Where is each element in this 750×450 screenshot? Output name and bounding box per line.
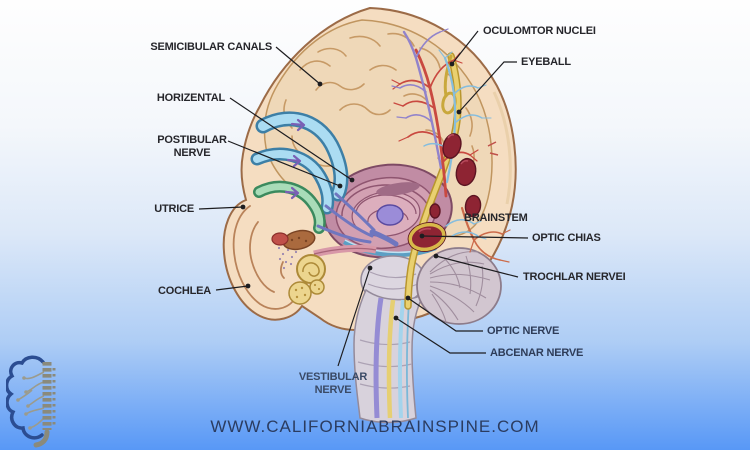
brainstem-spinal-cord xyxy=(353,255,427,424)
label-trochlar-nervei: TROCHLAR NERVEI xyxy=(523,271,626,283)
thalamus-purple xyxy=(376,204,404,226)
leader-lines xyxy=(198,30,529,367)
semicircular-canals xyxy=(250,111,399,247)
brain-outline xyxy=(6,355,45,440)
label-cochlea: COCHLEA xyxy=(158,285,211,297)
cortex-red-marks xyxy=(487,141,499,156)
label-brainstem: BRAINSTEM xyxy=(464,212,528,224)
label-optic-chias: OPTIC CHIAS xyxy=(532,232,601,244)
network-nodes xyxy=(16,376,32,430)
label-vestibular-nerve: VESTIBULAR NERVE xyxy=(298,371,368,397)
label-semicircular-canals: SEMICIBULAR CANALS xyxy=(150,41,272,53)
label-eyeball: EYEBALL xyxy=(521,56,571,68)
purple-nerve-tree xyxy=(391,28,449,170)
label-horizontal: HORIZENTAL xyxy=(156,92,225,104)
label-abcenar-nerve: ABCENAR NERVE xyxy=(490,347,584,359)
label-utrice: UTRICE xyxy=(154,203,194,215)
label-optic-nerve: OPTIC NERVE xyxy=(487,325,560,337)
brain-spine-logo-icon xyxy=(6,355,56,448)
cochlea-spiral xyxy=(296,254,326,284)
speckle-texture xyxy=(277,246,298,270)
red-nuclei xyxy=(407,133,482,252)
cochlea-cluster xyxy=(271,229,377,305)
red-nucleus-ringed xyxy=(408,222,446,252)
label-postibular-nerve: POSTIBULAR NERVE xyxy=(157,134,227,160)
website-url: WWW.CALIFORNIABRAINSPINE.COM xyxy=(210,417,540,436)
vestibular-nerve-branches xyxy=(316,192,399,247)
label-oculomotor-nuclei: OCULOMTOR NUCLEI xyxy=(483,25,596,37)
spine-column xyxy=(33,362,56,448)
leader-dots xyxy=(240,61,462,321)
orange-vessel xyxy=(460,206,511,263)
